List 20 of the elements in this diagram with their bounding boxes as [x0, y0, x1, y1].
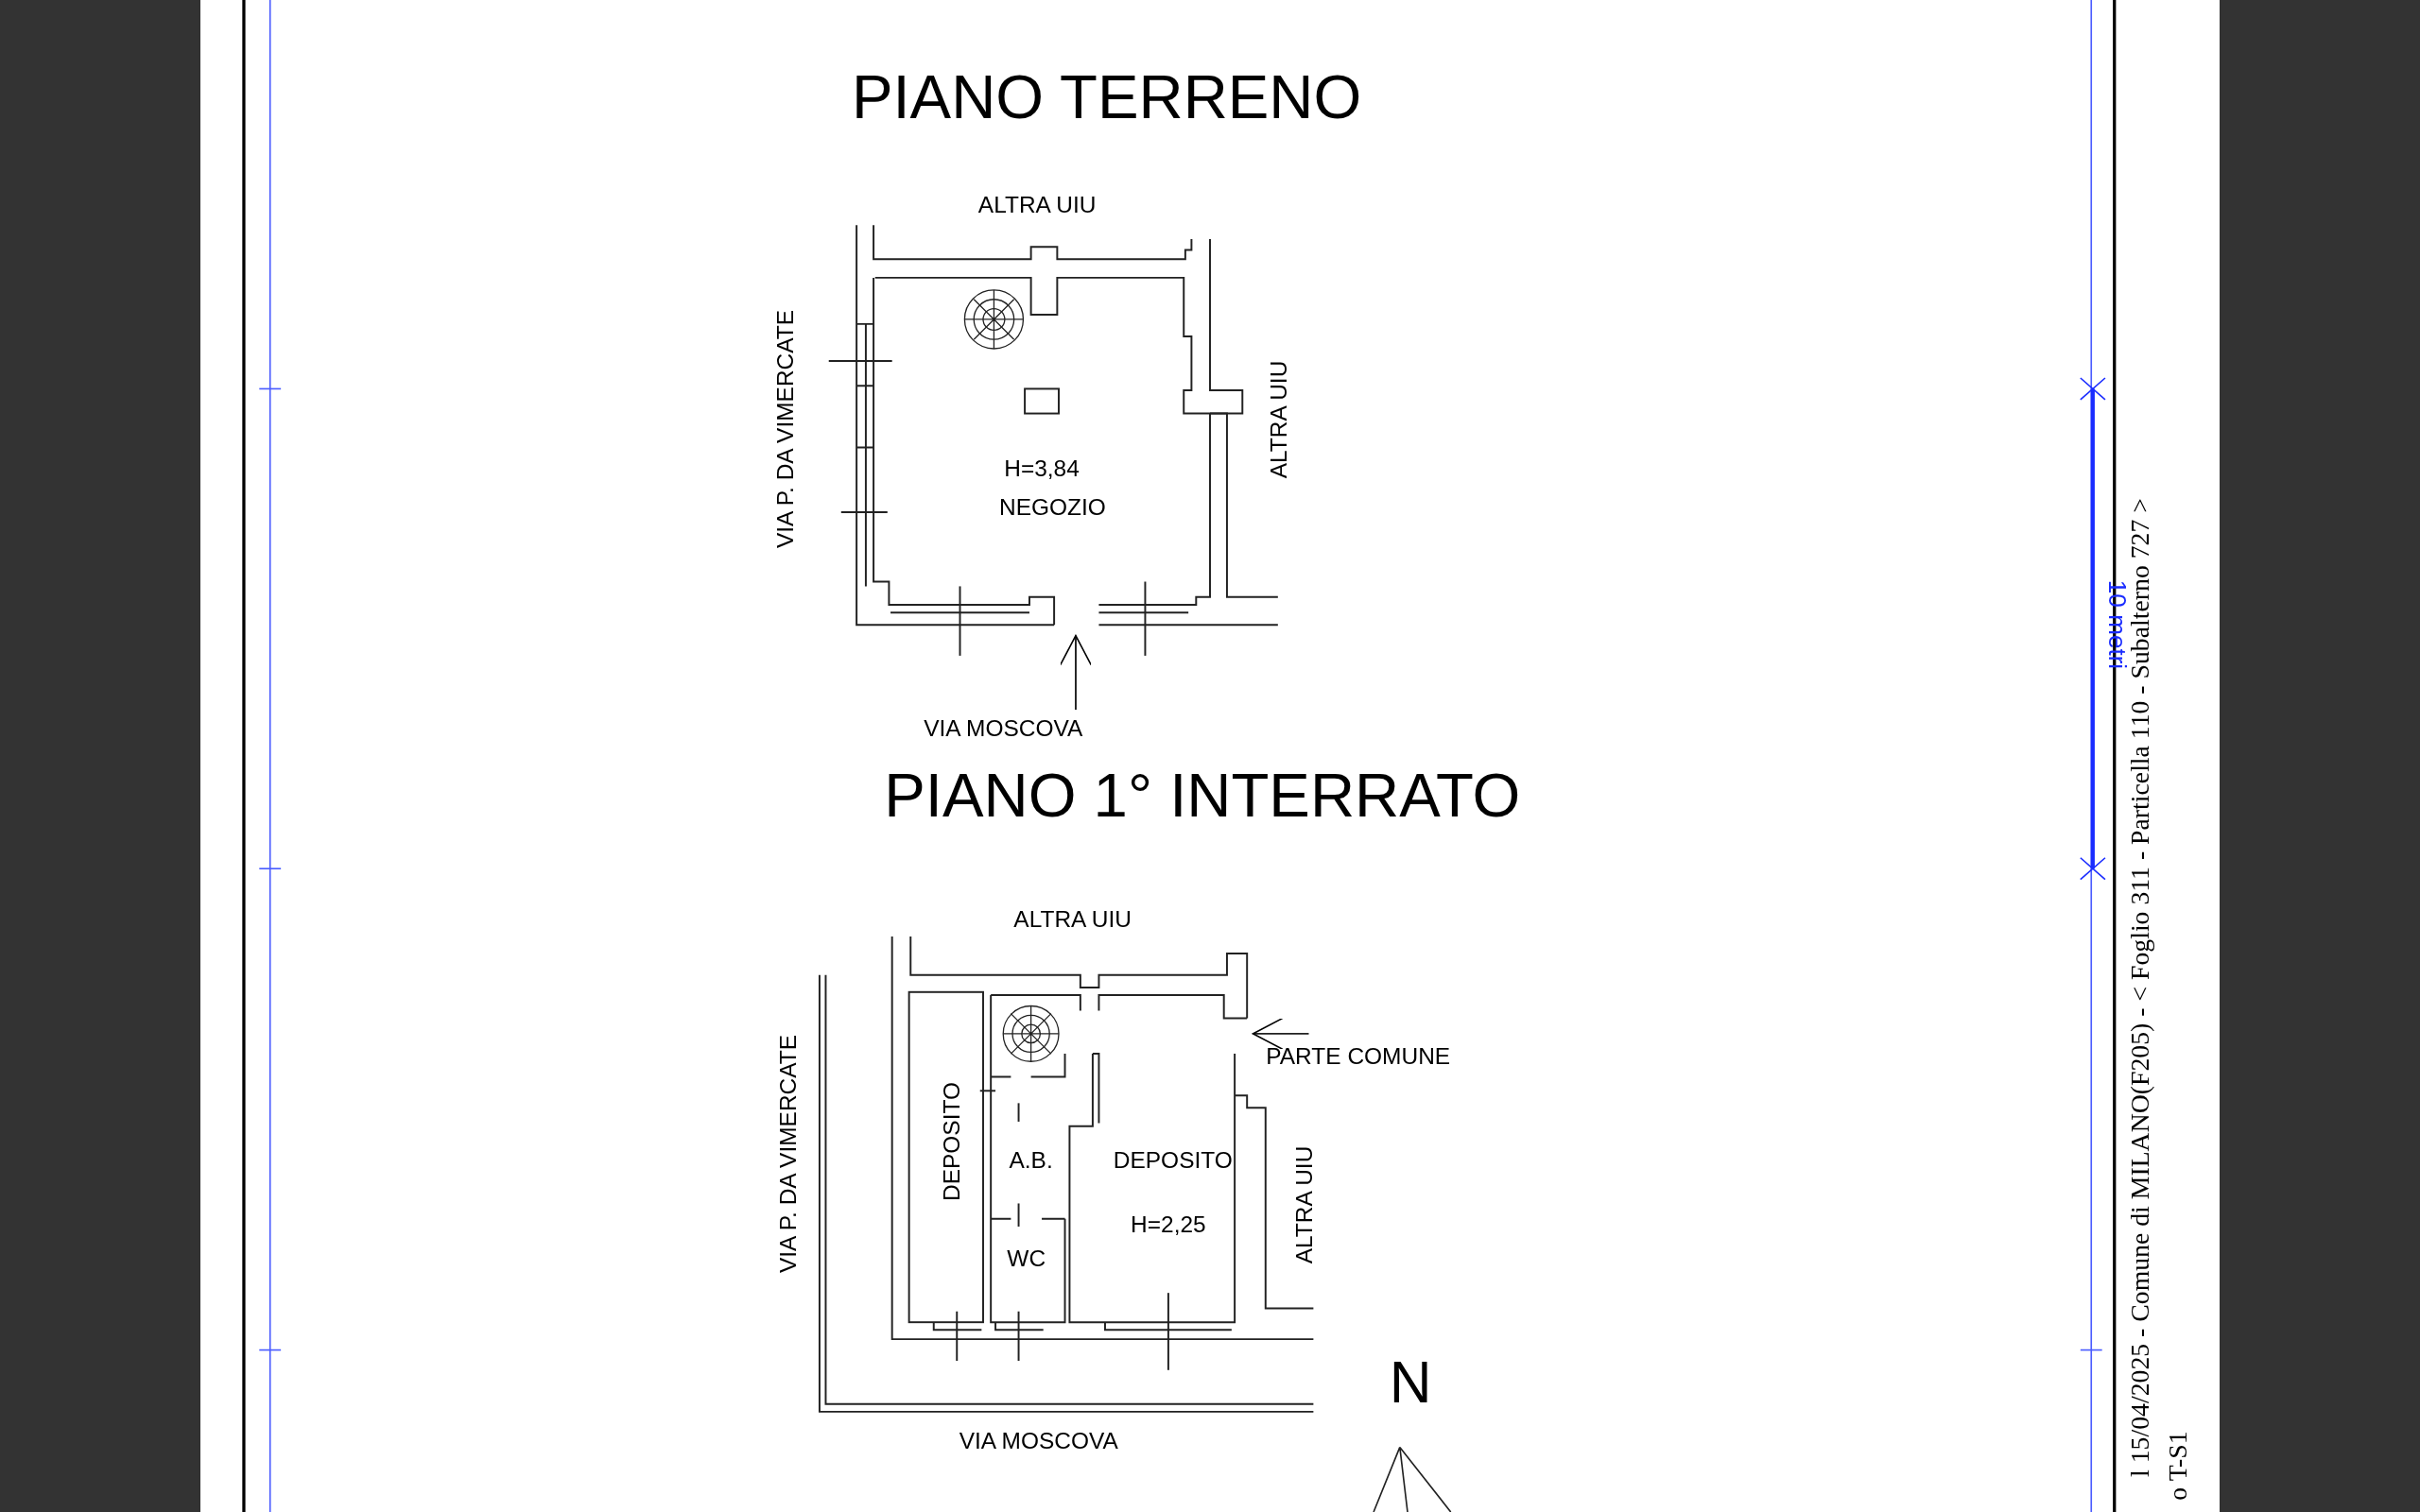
- room-label: H=3,84: [1004, 457, 1080, 481]
- room-label: WC: [1007, 1247, 1046, 1271]
- floor-title: PIANO TERRENO: [851, 66, 1362, 129]
- north-label: N: [1389, 1352, 1432, 1412]
- room-label: DEPOSITO: [1113, 1148, 1233, 1172]
- neighbour-label: ALTRA UIU: [977, 193, 1097, 217]
- street-name: VIA MOSCOVA: [924, 716, 1083, 740]
- floor-title: PIANO 1° INTERRATO: [884, 765, 1521, 828]
- neighbour-label: ALTRA UIU: [1013, 907, 1132, 932]
- street-name: VIA P. DA VIMERCATE: [777, 1035, 801, 1274]
- street-name: VIA MOSCOVA: [959, 1429, 1118, 1453]
- room-label: H=2,25: [1131, 1213, 1206, 1237]
- room-label: NEGOZIO: [999, 495, 1106, 520]
- street-name: VIA P. DA VIMERCATE: [773, 309, 798, 548]
- room-label: A.B.: [1009, 1148, 1053, 1172]
- area-label: PARTE COMUNE: [1266, 1045, 1451, 1069]
- neighbour-label: ALTRA UIU: [1292, 1145, 1316, 1264]
- cadastral-reference: o T-S1: [2164, 1431, 2191, 1501]
- neighbour-label: ALTRA UIU: [1268, 360, 1291, 479]
- room-label: DEPOSITO: [941, 1082, 964, 1202]
